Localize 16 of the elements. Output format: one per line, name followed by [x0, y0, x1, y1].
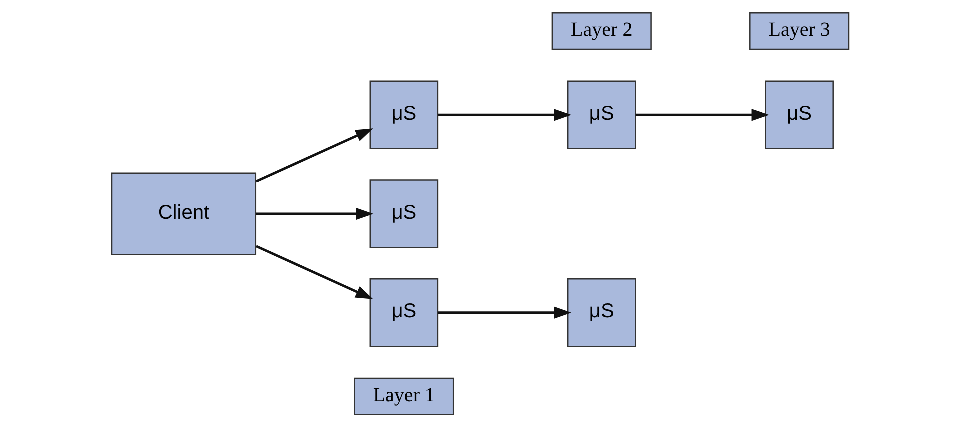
arrow	[438, 109, 572, 122]
node-box: μS	[567, 80, 636, 150]
node-box: Layer 3	[750, 12, 850, 50]
arrow	[256, 208, 374, 220]
arrow	[636, 109, 770, 122]
node-box: μS	[567, 278, 636, 348]
node-box: Layer 1	[354, 378, 454, 416]
node-box: Layer 2	[552, 12, 652, 50]
node-box: μS	[370, 278, 439, 348]
node-box: μS	[370, 180, 439, 248]
node-box: Client	[111, 172, 257, 256]
arrow	[438, 306, 572, 319]
arrow	[256, 245, 374, 300]
arrow	[256, 128, 374, 183]
node-box: μS	[370, 80, 439, 150]
node-box: μS	[765, 80, 834, 150]
